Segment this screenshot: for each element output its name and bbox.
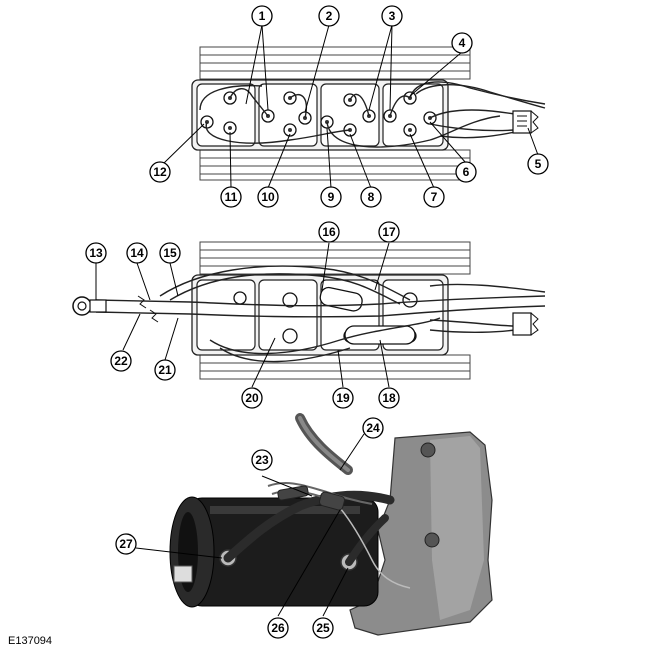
svg-text:17: 17	[382, 225, 396, 239]
svg-text:27: 27	[119, 537, 133, 551]
top-view-relay-block	[191, 46, 546, 181]
bottom-view-motor-photo	[169, 413, 493, 636]
callout-3: 3	[381, 5, 403, 27]
callout-2: 2	[318, 5, 340, 27]
callout-18: 18	[378, 387, 400, 409]
svg-text:6: 6	[463, 165, 470, 179]
svg-text:9: 9	[328, 190, 335, 204]
figure-id: E137094	[8, 635, 53, 647]
callout-17: 17	[378, 221, 400, 243]
svg-text:18: 18	[382, 391, 396, 405]
callout-1: 1	[251, 5, 273, 27]
callout-6: 6	[455, 161, 477, 183]
svg-text:7: 7	[431, 190, 438, 204]
callout-24: 24	[362, 417, 384, 439]
callout-5: 5	[527, 153, 549, 175]
callout-19: 19	[332, 387, 354, 409]
callout-10: 10	[257, 186, 279, 208]
svg-text:24: 24	[366, 421, 380, 435]
svg-text:11: 11	[225, 190, 238, 204]
callout-26: 26	[267, 617, 289, 639]
callout-13: 13	[85, 242, 107, 264]
callout-20: 20	[241, 387, 263, 409]
callout-14: 14	[126, 242, 148, 264]
callout-4: 4	[451, 32, 473, 54]
callout-7: 7	[423, 186, 445, 208]
svg-text:20: 20	[245, 391, 259, 405]
callout-15: 15	[159, 242, 181, 264]
svg-text:25: 25	[316, 621, 330, 635]
callout-12: 12	[149, 161, 171, 183]
svg-text:3: 3	[389, 9, 396, 23]
svg-text:4: 4	[459, 36, 466, 50]
callout-23: 23	[251, 449, 273, 471]
svg-text:21: 21	[158, 363, 172, 377]
svg-text:12: 12	[153, 165, 167, 179]
svg-text:8: 8	[368, 190, 375, 204]
svg-text:19: 19	[336, 391, 350, 405]
callout-16: 16	[318, 221, 340, 243]
svg-text:22: 22	[114, 354, 128, 368]
connector-plug	[512, 110, 539, 134]
callout-21: 21	[154, 359, 176, 381]
terminal-wires	[199, 81, 546, 148]
callout-11: 11	[220, 186, 242, 208]
middle-view-harness-routing	[72, 241, 546, 380]
svg-text:14: 14	[130, 246, 144, 260]
svg-text:10: 10	[261, 190, 275, 204]
callout-25: 25	[312, 617, 334, 639]
svg-text:26: 26	[271, 621, 285, 635]
callout-22: 22	[110, 350, 132, 372]
svg-text:2: 2	[326, 9, 333, 23]
svg-text:15: 15	[163, 246, 177, 260]
callout-27: 27	[115, 533, 137, 555]
callout-8: 8	[360, 186, 382, 208]
svg-text:23: 23	[255, 453, 269, 467]
svg-text:5: 5	[535, 157, 542, 171]
svg-text:1: 1	[259, 9, 266, 23]
svg-text:16: 16	[322, 225, 336, 239]
ring-terminal	[72, 296, 107, 316]
svg-text:13: 13	[89, 246, 103, 260]
leader-lines	[95, 24, 539, 617]
callout-9: 9	[320, 186, 342, 208]
